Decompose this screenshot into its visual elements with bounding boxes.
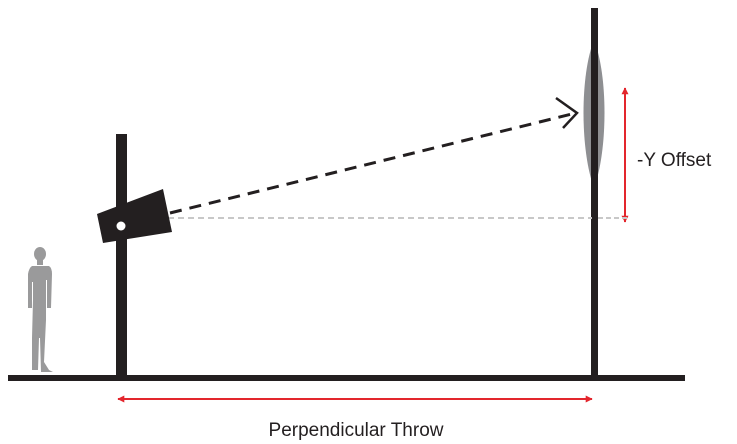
projector-icon: [97, 189, 172, 243]
mounting-pole: [116, 134, 127, 378]
projection-screen-icon: [583, 40, 605, 188]
screen-wall: [591, 8, 598, 378]
offset-label: -Y Offset: [637, 150, 712, 171]
person-silhouette-icon: [28, 247, 53, 372]
floor-line: [8, 375, 685, 381]
throw-label: Perpendicular Throw: [269, 420, 444, 441]
projection-arrowhead: [555, 96, 579, 129]
projection-line: [169, 112, 573, 215]
